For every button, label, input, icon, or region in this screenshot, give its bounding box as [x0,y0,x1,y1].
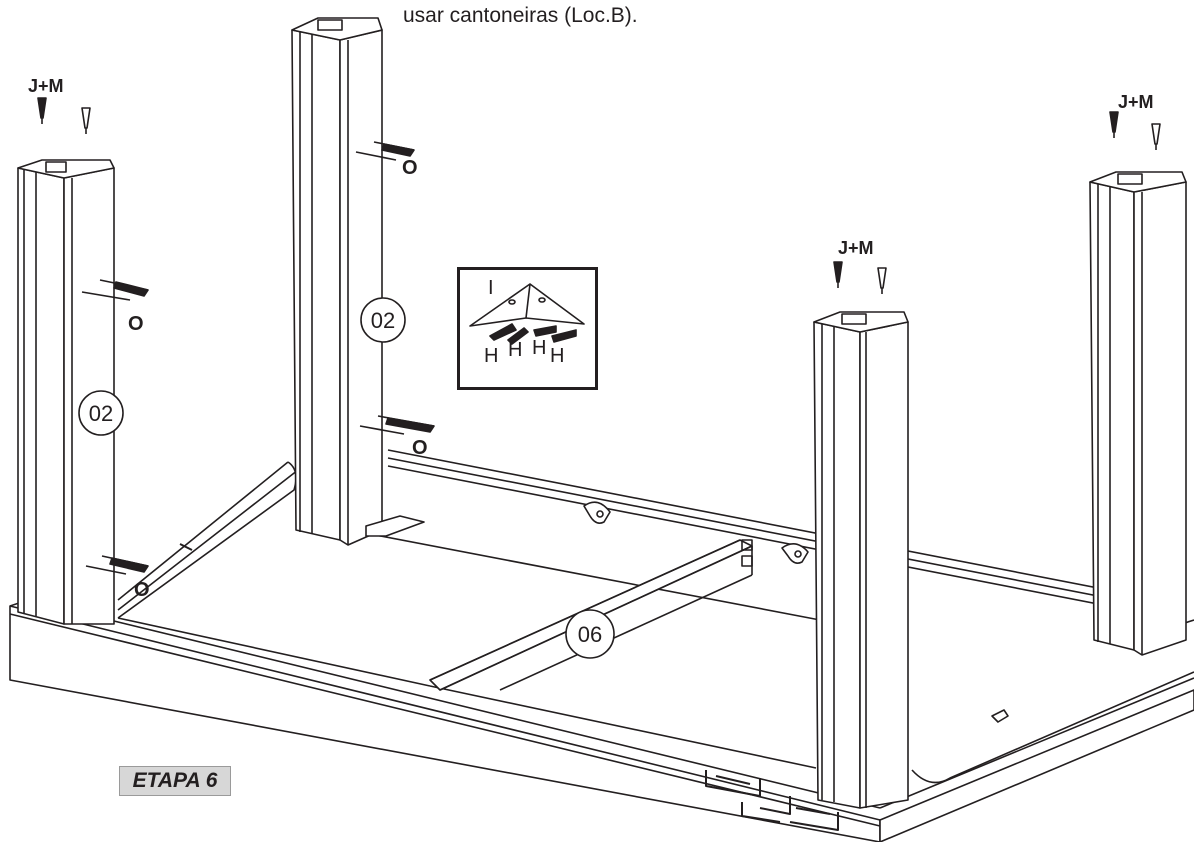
fret-ornament [705,770,839,831]
step-badge: ETAPA 6 [119,766,231,796]
leg-back-left [291,17,425,546]
label-bracket-i: I [488,277,494,299]
part-number-leg-center: 02 [371,308,395,333]
label-screw-h-2: H [508,339,522,361]
label-screw-h-3: H [532,337,546,359]
label-jm-right: J+M [1118,92,1154,112]
label-screw-h-4: H [550,345,564,367]
label-screw-h-1: H [484,345,498,367]
inner-frame-lines [117,533,821,769]
label-o-left-upper: O [128,313,144,335]
label-o-left-lower: O [134,579,150,601]
part-number-leg-left: 02 [89,401,113,426]
leg-front-right [813,311,909,809]
label-jm-left: J+M [28,76,64,96]
back-apron [387,449,1161,617]
bracket-detail-callout: I H H H H [457,267,598,390]
label-o-center-lower: O [412,437,428,459]
screws-top [37,97,1161,294]
front-apron [9,599,881,842]
leg-back-right [1089,171,1187,656]
instruction-caption: usar cantoneiras (Loc.B). [403,4,638,27]
screws-o [81,141,435,575]
label-o-center-upper: O [402,157,418,179]
label-jm-center: J+M [838,238,874,258]
leg-front-left [17,159,115,625]
part-number-rail: 06 [578,622,602,647]
angle-brackets [179,501,1009,723]
part-markers [78,297,615,659]
right-apron [879,619,1194,842]
